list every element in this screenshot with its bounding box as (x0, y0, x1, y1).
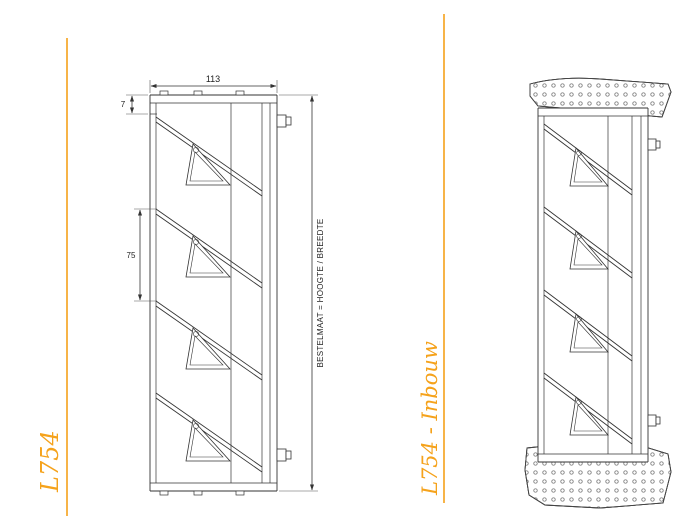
product-label-left: L754 (36, 430, 64, 493)
louver-blade (155, 300, 263, 381)
fixing-nub (193, 490, 203, 496)
gusset-hole (576, 316, 582, 322)
louver-blade (543, 372, 633, 445)
dimension-overall-width: 113 (149, 74, 278, 93)
gusset-hole (193, 239, 199, 245)
gusset-hole (576, 233, 582, 239)
mounting-bolt-top-inbouw (647, 138, 661, 151)
gusset-hole (193, 331, 199, 337)
louver-frame (149, 90, 278, 496)
mounting-bolt-bottom (276, 448, 292, 462)
louver-blade (543, 206, 633, 279)
right-section-drawing (524, 77, 672, 509)
louver-blade (543, 123, 633, 196)
louver-blade (543, 289, 633, 362)
dim-label-order-size: BESTELMAAT = HOOGTE / BREEDTE (316, 218, 325, 367)
fixing-nub (235, 90, 245, 96)
fixing-nub (159, 490, 169, 496)
gusset-hole (576, 399, 582, 405)
louver-blade (155, 116, 263, 197)
dimension-order-size: BESTELMAAT = HOOGTE / BREEDTE (279, 94, 325, 492)
dimension-flange-depth: 7 (121, 94, 148, 115)
fixing-nub (193, 90, 203, 96)
mounting-bolt-top (276, 114, 292, 128)
left-section-drawing: 113 7 75 BESTELMAAT = HOOGTE / BREEDTE (121, 74, 325, 496)
dimension-blade-pitch: 75 (127, 208, 157, 302)
mounting-bolt-bottom-inbouw (647, 414, 661, 427)
gusset-hole (576, 150, 582, 156)
dim-label-overall-width: 113 (206, 74, 220, 84)
product-label-right: L754 - Inbouw (418, 341, 442, 496)
gusset-hole (193, 147, 199, 153)
dim-label-flange-depth: 7 (121, 100, 126, 109)
fixing-nub (235, 490, 245, 496)
dim-label-blade-pitch: 75 (127, 251, 136, 260)
wall-hatch-top (529, 77, 672, 118)
louver-blade (155, 208, 263, 289)
louver-blade (155, 392, 263, 473)
louver-frame-inbouw (537, 107, 649, 463)
gusset-hole (193, 423, 199, 429)
louver-body (538, 108, 648, 462)
fixing-nub (159, 90, 169, 96)
